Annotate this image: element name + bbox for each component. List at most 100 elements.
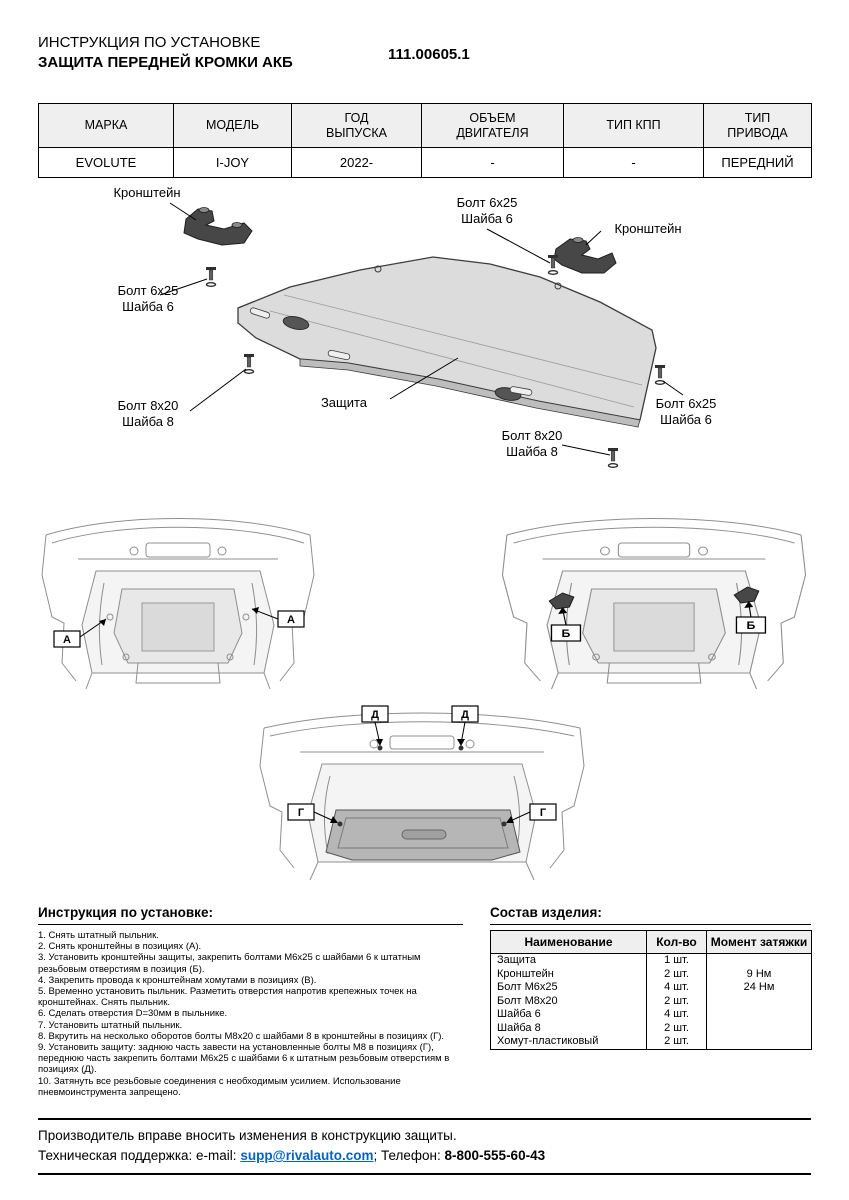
parts-row: Шайба 6 4 шт. — [490, 1008, 812, 1022]
callout-b-1: Б — [550, 607, 582, 642]
spec-value-brand: EVOLUTE — [38, 147, 174, 178]
marker-b-label: Б — [747, 620, 756, 632]
support-mid: ; Телефон: — [373, 1148, 445, 1163]
marker-g-label: Г — [540, 807, 547, 819]
bolt-6x25-top-icon — [547, 255, 559, 275]
support-phone: 8-800-555-60-43 — [444, 1148, 546, 1163]
installed-bracket-left — [548, 592, 575, 610]
support-prefix: Техническая поддержка: e-mail: — [38, 1148, 241, 1163]
parts-header-row: Наименование Кол-во Момент затяжки — [490, 930, 812, 954]
spec-header-year: ГОД ВЫПУСКА — [291, 103, 422, 148]
installed-bracket-right — [733, 586, 760, 604]
parts-table: Наименование Кол-во Момент затяжки Защит… — [490, 930, 812, 1050]
title-line2: ЗАЩИТА ПЕРЕДНЕЙ КРОМКИ АКБ — [38, 54, 293, 71]
photo-positions-d-g: Д Д Г Г — [252, 702, 592, 897]
instruction-step: 7. Установить штатный пыльник. — [38, 1019, 183, 1031]
callout-g-2: Г — [506, 803, 557, 823]
spec-header-drive: ТИП ПРИВОДА — [703, 103, 812, 148]
parts-row: Шайба 8 2 шт. — [490, 1021, 812, 1035]
footer-disclaimer: Производитель вправе вносить изменения в… — [38, 1128, 457, 1143]
callout-g-1: Г — [287, 803, 338, 823]
underbody-drawing-b: Б Б — [501, 518, 807, 690]
part-torque: 9 Нм — [706, 967, 812, 981]
spec-header-row: МАРКА МОДЕЛЬ ГОД ВЫПУСКА ОБЪЕМ ДВИГАТЕЛЯ… — [38, 103, 812, 148]
shield-plate-drawing — [237, 256, 657, 428]
part-name: Защита — [490, 953, 647, 968]
label-bolt-6x25-left: Болт 6х25 Шайба 6 — [117, 283, 179, 314]
label-bracket-right: Кронштейн — [614, 221, 682, 236]
bracket-right-drawing — [553, 237, 617, 274]
part-qty: 2 шт. — [646, 994, 707, 1008]
spec-value-drive: ПЕРЕДНИЙ — [703, 147, 812, 178]
label-bolt-8x20-left: Болт 8х20 Шайба 8 — [117, 398, 179, 429]
parts-row: Защита 1 шт. — [490, 953, 812, 968]
instructions-heading: Инструкция по установке: — [38, 905, 463, 925]
spec-value-model: I-JOY — [173, 147, 292, 178]
part-name: Болт М8х20 — [490, 994, 647, 1008]
marker-a-label: А — [287, 614, 295, 626]
parts-row: Болт М6х25 4 шт. 24 Нм — [490, 981, 812, 995]
installed-shield-drawing — [325, 745, 521, 861]
photo-positions-b: Б Б — [498, 505, 810, 705]
bolt-8x20-bottom-icon — [607, 448, 619, 468]
parts-list: Состав изделия: Наименование Кол-во Моме… — [490, 905, 812, 1050]
exploded-view: Кронштейн Болт 6х25 Шайба 6 Болт 6х25 Ша… — [38, 183, 811, 498]
part-name: Кронштейн — [490, 967, 647, 981]
part-torque — [706, 953, 812, 968]
part-torque — [706, 1008, 812, 1022]
spec-value-gearbox: - — [563, 147, 704, 178]
parts-header-name: Наименование — [490, 930, 647, 954]
support-email-link[interactable]: supp@rivalauto.com — [240, 1148, 374, 1163]
label-bolt-6x25-top: Болт 6х25 Шайба 6 — [456, 195, 518, 226]
callout-d-1: Д — [361, 705, 389, 746]
part-qty: 1 шт. — [646, 953, 707, 968]
instruction-step: 3. Установить кронштейны защиты, закрепи… — [38, 952, 421, 975]
title-line1: ИНСТРУКЦИЯ ПО УСТАНОВКЕ — [38, 34, 261, 51]
marker-a-label: А — [63, 634, 71, 646]
part-torque — [706, 1035, 812, 1050]
instruction-step: 1. Снять штатный пыльник. — [38, 930, 159, 941]
callout-a-1: А — [53, 618, 107, 648]
spec-table: МАРКА МОДЕЛЬ ГОД ВЫПУСКА ОБЪЕМ ДВИГАТЕЛЯ… — [38, 103, 812, 178]
spec-value-row: EVOLUTE I-JOY 2022- - - ПЕРЕДНИЙ — [38, 147, 812, 178]
part-torque: 24 Нм — [706, 981, 812, 995]
instruction-step: 8. Вкрутить на несколько оборотов болты … — [38, 1030, 445, 1042]
spec-value-year: 2022- — [291, 147, 422, 178]
callout-b-2: Б — [735, 601, 767, 634]
footer: Производитель вправе вносить изменения в… — [38, 1118, 811, 1175]
installation-instructions: Инструкция по установке: 1. Снять штатны… — [38, 905, 463, 1098]
spec-header-model: МОДЕЛЬ — [173, 103, 292, 148]
label-bolt-6x25-right: Болт 6х25 Шайба 6 — [655, 396, 717, 427]
part-number: 111.00605.1 — [388, 46, 470, 63]
parts-heading: Состав изделия: — [490, 905, 811, 925]
callout-a-2: А — [251, 607, 305, 628]
instruction-step: 2. Снять кронштейны в позициях (А). — [38, 941, 202, 953]
marker-b-label: Б — [562, 628, 571, 640]
part-qty: 4 шт. — [646, 1008, 707, 1022]
part-name: Болт М6х25 — [490, 981, 647, 995]
document-title: ИНСТРУКЦИЯ ПО УСТАНОВКЕ ЗАЩИТА ПЕРЕДНЕЙ … — [38, 34, 293, 71]
instructions-steps: 1. Снять штатный пыльник. 2. Снять кронш… — [38, 930, 463, 1098]
instruction-step: 4. Закрепить провода к кронштейнам хомут… — [38, 974, 317, 986]
spec-value-engine: - — [421, 147, 564, 178]
parts-row: Хомут-пластиковый 2 шт. — [490, 1035, 812, 1050]
instruction-step: 10. Затянуть все резьбовые соединения с … — [38, 1075, 401, 1098]
marker-d-label: Д — [371, 709, 379, 721]
bracket-left-drawing — [183, 207, 253, 246]
leader-lines — [159, 202, 684, 456]
parts-header-torque: Момент затяжки — [706, 930, 812, 954]
underbody-drawing-installed: Д Д Г Г — [259, 705, 585, 881]
spec-header-brand: МАРКА — [38, 103, 174, 148]
parts-row: Болт М8х20 2 шт. — [490, 994, 812, 1008]
part-name: Шайба 8 — [490, 1021, 647, 1035]
callout-d-2: Д — [451, 705, 479, 746]
bolt-6x25-left-icon — [205, 267, 217, 287]
spec-header-gearbox: ТИП КПП — [563, 103, 704, 148]
instruction-step: 5. Временно установить пыльник. Разметит… — [38, 986, 417, 1009]
parts-header-qty: Кол-во — [646, 930, 707, 954]
marker-g-label: Г — [298, 807, 305, 819]
bolt-8x20-left-icon — [243, 354, 255, 374]
label-bracket-left: Кронштейн — [113, 185, 181, 200]
part-name: Хомут-пластиковый — [490, 1035, 647, 1050]
instruction-step: 9. Установить защиту: заднюю часть завес… — [38, 1042, 450, 1076]
